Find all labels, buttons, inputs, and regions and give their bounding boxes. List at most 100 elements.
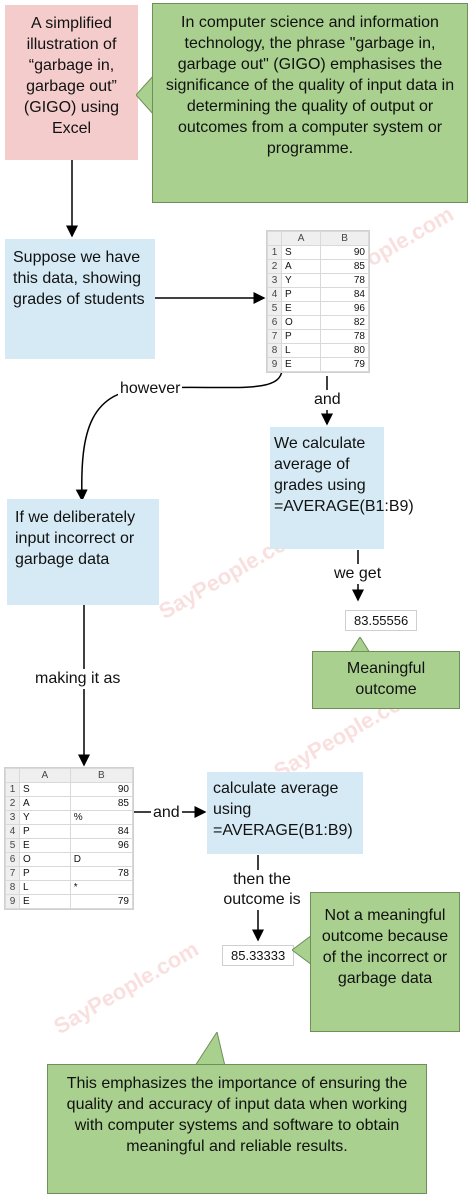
cell-b: D [69,852,134,867]
row-number: 3 [5,810,20,825]
cell-b: 96 [320,301,369,316]
column-header: B [69,768,134,783]
cell-b: 84 [320,287,369,302]
meaningful-outcome-box: Meaningful outcome [312,651,460,709]
row-number: 9 [267,357,282,372]
title-box: A simplified illustration of “garbage in… [5,5,138,160]
row-number: 5 [267,301,282,316]
row-number: 6 [5,852,20,867]
cell-b: 78 [69,866,134,881]
cell-a: L [19,880,71,895]
cell-b: 90 [320,245,369,260]
column-header: A [280,231,322,246]
not-meaningful-outcome-box: Not a meaningful outcome because of the … [310,892,460,1032]
callout-pointer [136,75,154,115]
row-number: 4 [267,287,282,302]
cell-a: A [280,259,322,274]
row-number: 1 [267,245,282,260]
cell-a: A [19,796,71,811]
step2-box: We calculate average of grades using =AV… [270,427,414,549]
cell-b: % [69,810,134,825]
conclusion-box: This emphasizes the importance of ensuri… [47,1064,427,1194]
corner-cell [267,231,282,246]
row-number: 6 [267,315,282,330]
row-number: 9 [5,894,20,909]
label-and-2: and [151,803,182,823]
step3-box: If we deliberately input incorrect or ga… [7,499,159,605]
label-and-1: and [312,390,343,410]
row-number: 4 [5,824,20,839]
row-number: 7 [5,866,20,881]
result-original: 83.55556 [345,610,418,631]
cell-b: 78 [320,329,369,344]
label-however: however [118,379,183,399]
cell-b: * [69,880,134,895]
cell-a: O [19,852,71,867]
cell-a: P [280,287,322,302]
row-number: 1 [5,782,20,797]
column-header: B [320,231,369,246]
cell-a: Y [280,273,322,288]
cell-a: E [19,894,71,909]
cell-a: E [19,838,71,853]
row-number: 5 [5,838,20,853]
callout-pointer [292,935,312,965]
cell-b: 78 [320,273,369,288]
cell-a: E [280,357,322,372]
cell-a: E [280,301,322,316]
cell-a: P [19,824,71,839]
step1-box: Suppose we have this data, showing grade… [5,239,155,359]
definition-box: In computer science and information tech… [152,3,468,203]
result-garbage: 85.33333 [222,945,295,966]
cell-b: 79 [320,357,369,372]
cell-b: 84 [69,824,134,839]
cell-a: P [19,866,71,881]
label-then-outcome: then the outcome is [210,870,314,910]
cell-b: 82 [320,315,369,330]
cell-a: L [280,343,322,358]
step4-box: calculate average using =AVERAGE(B1:B9) [207,772,363,854]
cell-b: 96 [69,838,134,853]
cell-a: S [280,245,322,260]
callout-pointer [350,637,370,653]
cell-a: S [19,782,71,797]
row-number: 7 [267,329,282,344]
corner-cell [5,768,20,783]
label-making-it-as: making it as [33,669,123,689]
cell-a: O [280,315,322,330]
row-number: 2 [267,259,282,274]
row-number: 8 [5,880,20,895]
callout-pointer [195,1032,225,1066]
cell-b: 85 [69,796,134,811]
column-header: A [19,768,71,783]
row-number: 2 [5,796,20,811]
cell-b: 85 [320,259,369,274]
row-number: 8 [267,343,282,358]
cell-b: 80 [320,343,369,358]
cell-a: Y [19,810,71,825]
cell-a: P [280,329,322,344]
row-number: 3 [267,273,282,288]
label-we-get: we get [332,564,384,584]
cell-b: 90 [69,782,134,797]
cell-b: 79 [69,894,134,909]
